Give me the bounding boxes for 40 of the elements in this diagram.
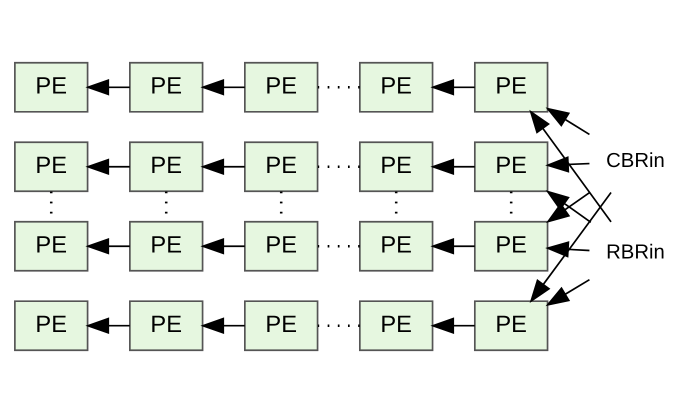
arrow — [85, 78, 130, 96]
arrow — [529, 109, 612, 222]
arrow — [546, 278, 590, 306]
node-box: PE — [358, 300, 434, 351]
node-box: PE — [474, 220, 548, 272]
arrow — [85, 158, 130, 175]
arrow — [85, 316, 130, 334]
node-box: PE — [14, 300, 88, 351]
node-box: PE — [474, 61, 548, 112]
arrow — [200, 158, 245, 175]
node-box: PE — [129, 220, 204, 272]
node-text: RBRin — [606, 240, 665, 263]
node-box: PE — [358, 220, 434, 272]
arrow — [200, 78, 245, 96]
node-box: PE — [14, 140, 88, 192]
node-box: PE — [129, 140, 204, 192]
arrow — [200, 316, 245, 334]
node-text: CBRin — [606, 149, 665, 172]
arrow — [430, 237, 475, 254]
arrow — [546, 106, 590, 135]
node-box: PE — [14, 61, 88, 112]
arrow — [430, 316, 475, 334]
arrow — [430, 78, 475, 96]
node-box: PE — [244, 61, 318, 112]
node-box: PE — [474, 300, 548, 351]
arrow — [545, 240, 590, 258]
node-box: PE — [244, 220, 318, 272]
arrow — [430, 158, 475, 175]
arrow — [530, 192, 612, 302]
arrow — [85, 237, 130, 254]
node-box: PE — [358, 61, 434, 112]
arrow — [200, 237, 245, 254]
node-box: PE — [474, 140, 548, 192]
node-box: PE — [129, 61, 204, 112]
arrow — [545, 156, 590, 172]
node-box: PE — [129, 300, 204, 351]
node-box: PE — [358, 140, 434, 192]
node-box: PE — [244, 140, 318, 192]
node-box: PE — [14, 220, 88, 272]
node-box: PE — [244, 300, 318, 351]
